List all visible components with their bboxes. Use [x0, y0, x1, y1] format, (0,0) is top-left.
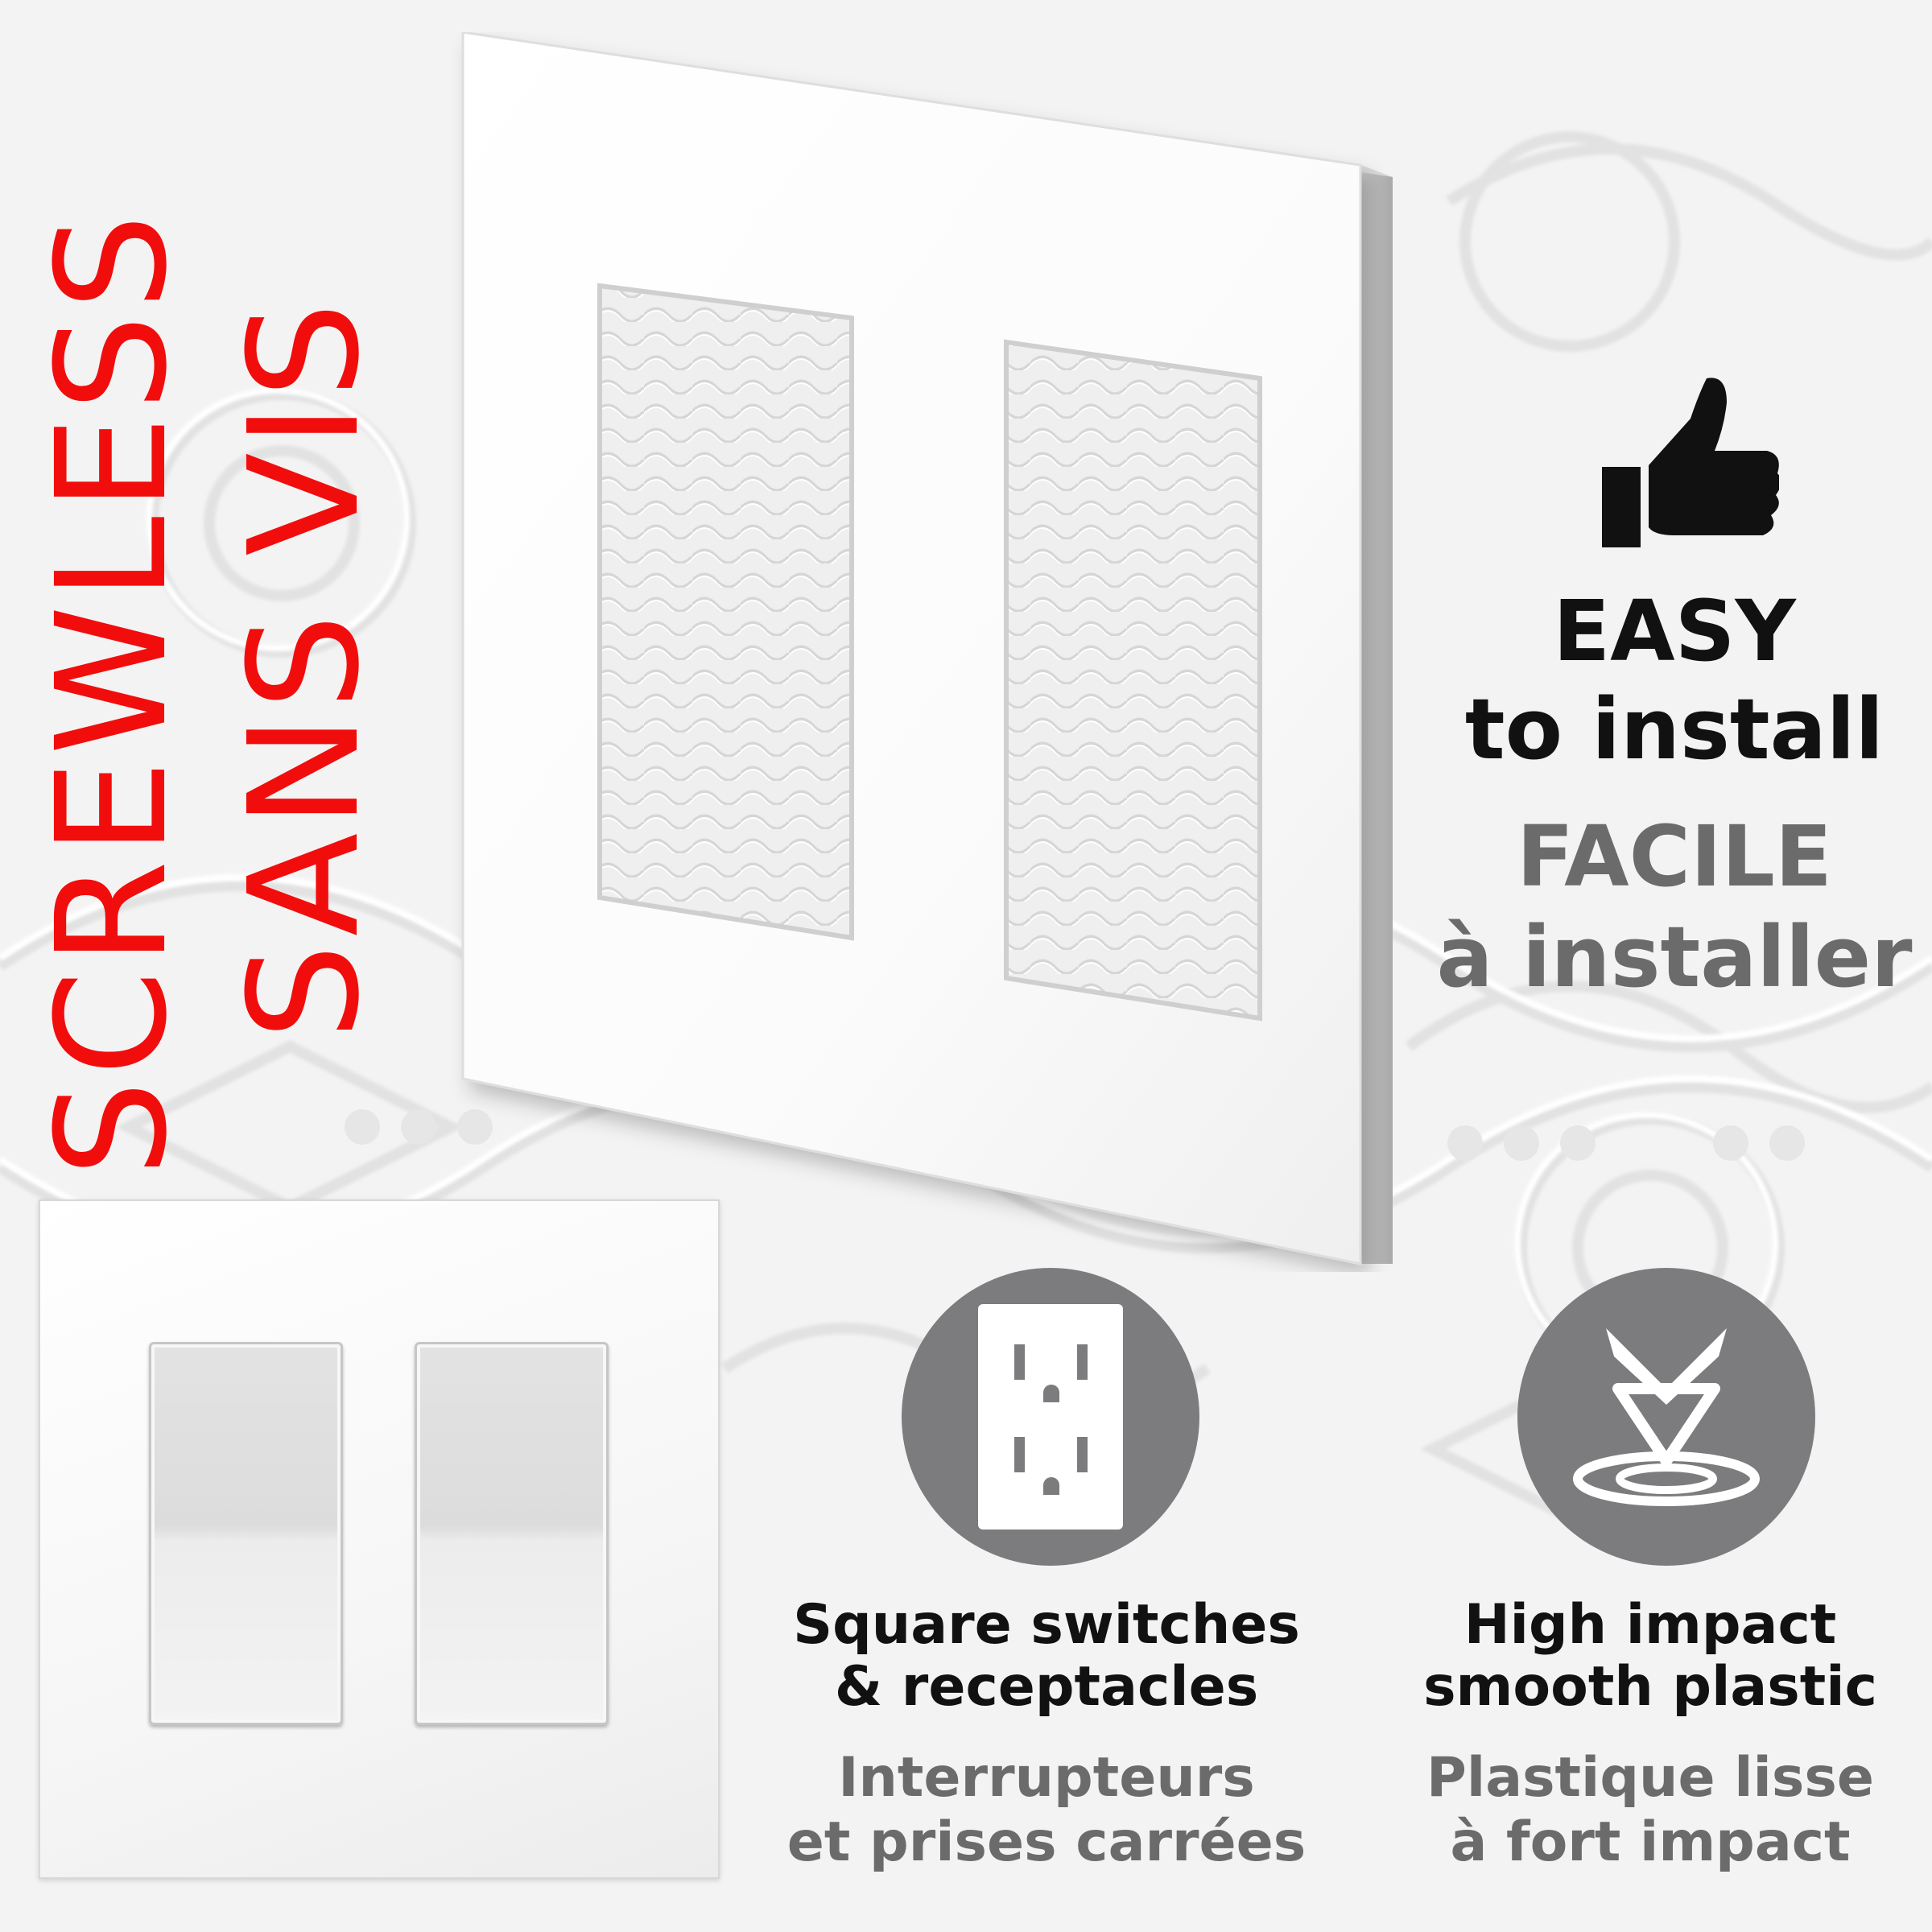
installed-switches-photo [39, 1199, 720, 1879]
facile-title: FACILE [1517, 807, 1832, 906]
square-switches-line1: Square switches [793, 1593, 1300, 1657]
thumbs-up-icon [1602, 378, 1779, 547]
headline-sans-vis: SANS VIS [217, 297, 393, 1040]
receptacle-icon [902, 1268, 1199, 1566]
square-switches-line2: & receptacles [834, 1655, 1259, 1719]
interrupteurs-line1: Interrupteurs [838, 1746, 1255, 1810]
wall-plate-image [461, 32, 1393, 1265]
easy-title: EASY [1553, 582, 1796, 680]
plastique-line2: à fort impact [1450, 1810, 1851, 1874]
high-impact-line1: High impact [1463, 1593, 1837, 1657]
interrupteurs-line2: et prises carrées [786, 1810, 1307, 1874]
facile-subtitle: à installer [1436, 908, 1913, 1006]
rocker-switch-right [415, 1342, 609, 1725]
rocker-switch-left [149, 1342, 343, 1725]
impact-arrow-icon [1517, 1268, 1815, 1566]
high-impact-line2: smooth plastic [1423, 1655, 1877, 1719]
plastique-line1: Plastique lisse [1426, 1746, 1874, 1810]
easy-subtitle: to install [1464, 680, 1885, 778]
headline-screwless: SCREWLESS [24, 208, 200, 1177]
